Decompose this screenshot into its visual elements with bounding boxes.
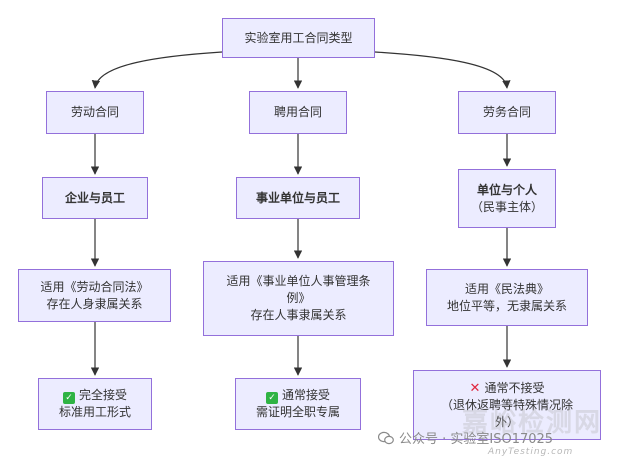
parties-label: 单位与个人 (476, 182, 537, 197)
law-line: 存在人事隶属关系 (250, 308, 347, 322)
result-line: 通常接受 (281, 388, 330, 402)
result-line: 完全接受 (78, 388, 127, 402)
result-line: （退休返聘等特殊情况除 (440, 397, 573, 412)
law-line: 适用《民法典》 (464, 281, 549, 296)
law-line: 适用《劳动合同法》 (40, 279, 149, 294)
law-node-service: 适用《民法典》 地位平等，无隶属关系 (426, 269, 588, 326)
result-node-employ: ✓通常接受 需证明全职专属 (235, 378, 361, 430)
edge-root-labor (91, 51, 223, 89)
parties-label: 事业单位与员工 (255, 190, 340, 205)
type-node-service: 劳务合同 (458, 91, 556, 134)
law-node-labor: 适用《劳动合同法》 存在人身隶属关系 (18, 269, 171, 322)
result-line: 需证明全职专属 (255, 405, 340, 419)
result-line: 标准用工形式 (58, 405, 131, 419)
watermark-wechat: 公众号 · 实验室ISO17025 (378, 428, 553, 447)
watermark-wechat-text: 公众号 · 实验室ISO17025 (399, 432, 554, 447)
law-node-employ: 适用《事业单位人事管理条 例》 存在人事隶属关系 (203, 261, 394, 336)
law-line: 适用《事业单位人事管理条 (226, 274, 371, 288)
type-label: 聘用合同 (273, 105, 322, 119)
watermark-site: AnyTesting.com (488, 447, 574, 457)
parties-node-labor: 企业与员工 (42, 177, 148, 219)
watermark-overlay: 嘉峪检测网 (462, 408, 603, 438)
law-line: 地位平等，无隶属关系 (446, 298, 567, 313)
result-line: 外） (494, 414, 519, 429)
parties-sublabel: （民事主体） (470, 199, 543, 214)
type-label: 劳务合同 (482, 105, 531, 119)
parties-label: 企业与员工 (64, 190, 125, 205)
result-line: 通常不接受 (484, 380, 545, 395)
edge-root-service (374, 51, 511, 89)
root-node: 实验室用工合同类型 (222, 18, 375, 58)
parties-node-employ: 事业单位与员工 (236, 177, 360, 219)
check-icon: ✓ (62, 392, 75, 404)
type-node-labor: 劳动合同 (46, 91, 144, 134)
type-node-employ: 聘用合同 (249, 91, 347, 134)
type-label: 劳动合同 (70, 105, 119, 119)
result-node-labor: ✓完全接受 标准用工形式 (38, 378, 152, 430)
wechat-icon (378, 431, 394, 444)
result-node-service: ✕通常不接受 （退休返聘等特殊情况除 外） (413, 370, 601, 440)
law-line: 存在人身隶属关系 (46, 296, 143, 311)
parties-node-service: 单位与个人 （民事主体） (458, 169, 556, 228)
law-line: 例》 (286, 291, 311, 305)
check-icon: ✓ (265, 392, 278, 404)
root-label: 实验室用工合同类型 (244, 30, 353, 45)
cross-icon: ✕ (469, 380, 481, 396)
